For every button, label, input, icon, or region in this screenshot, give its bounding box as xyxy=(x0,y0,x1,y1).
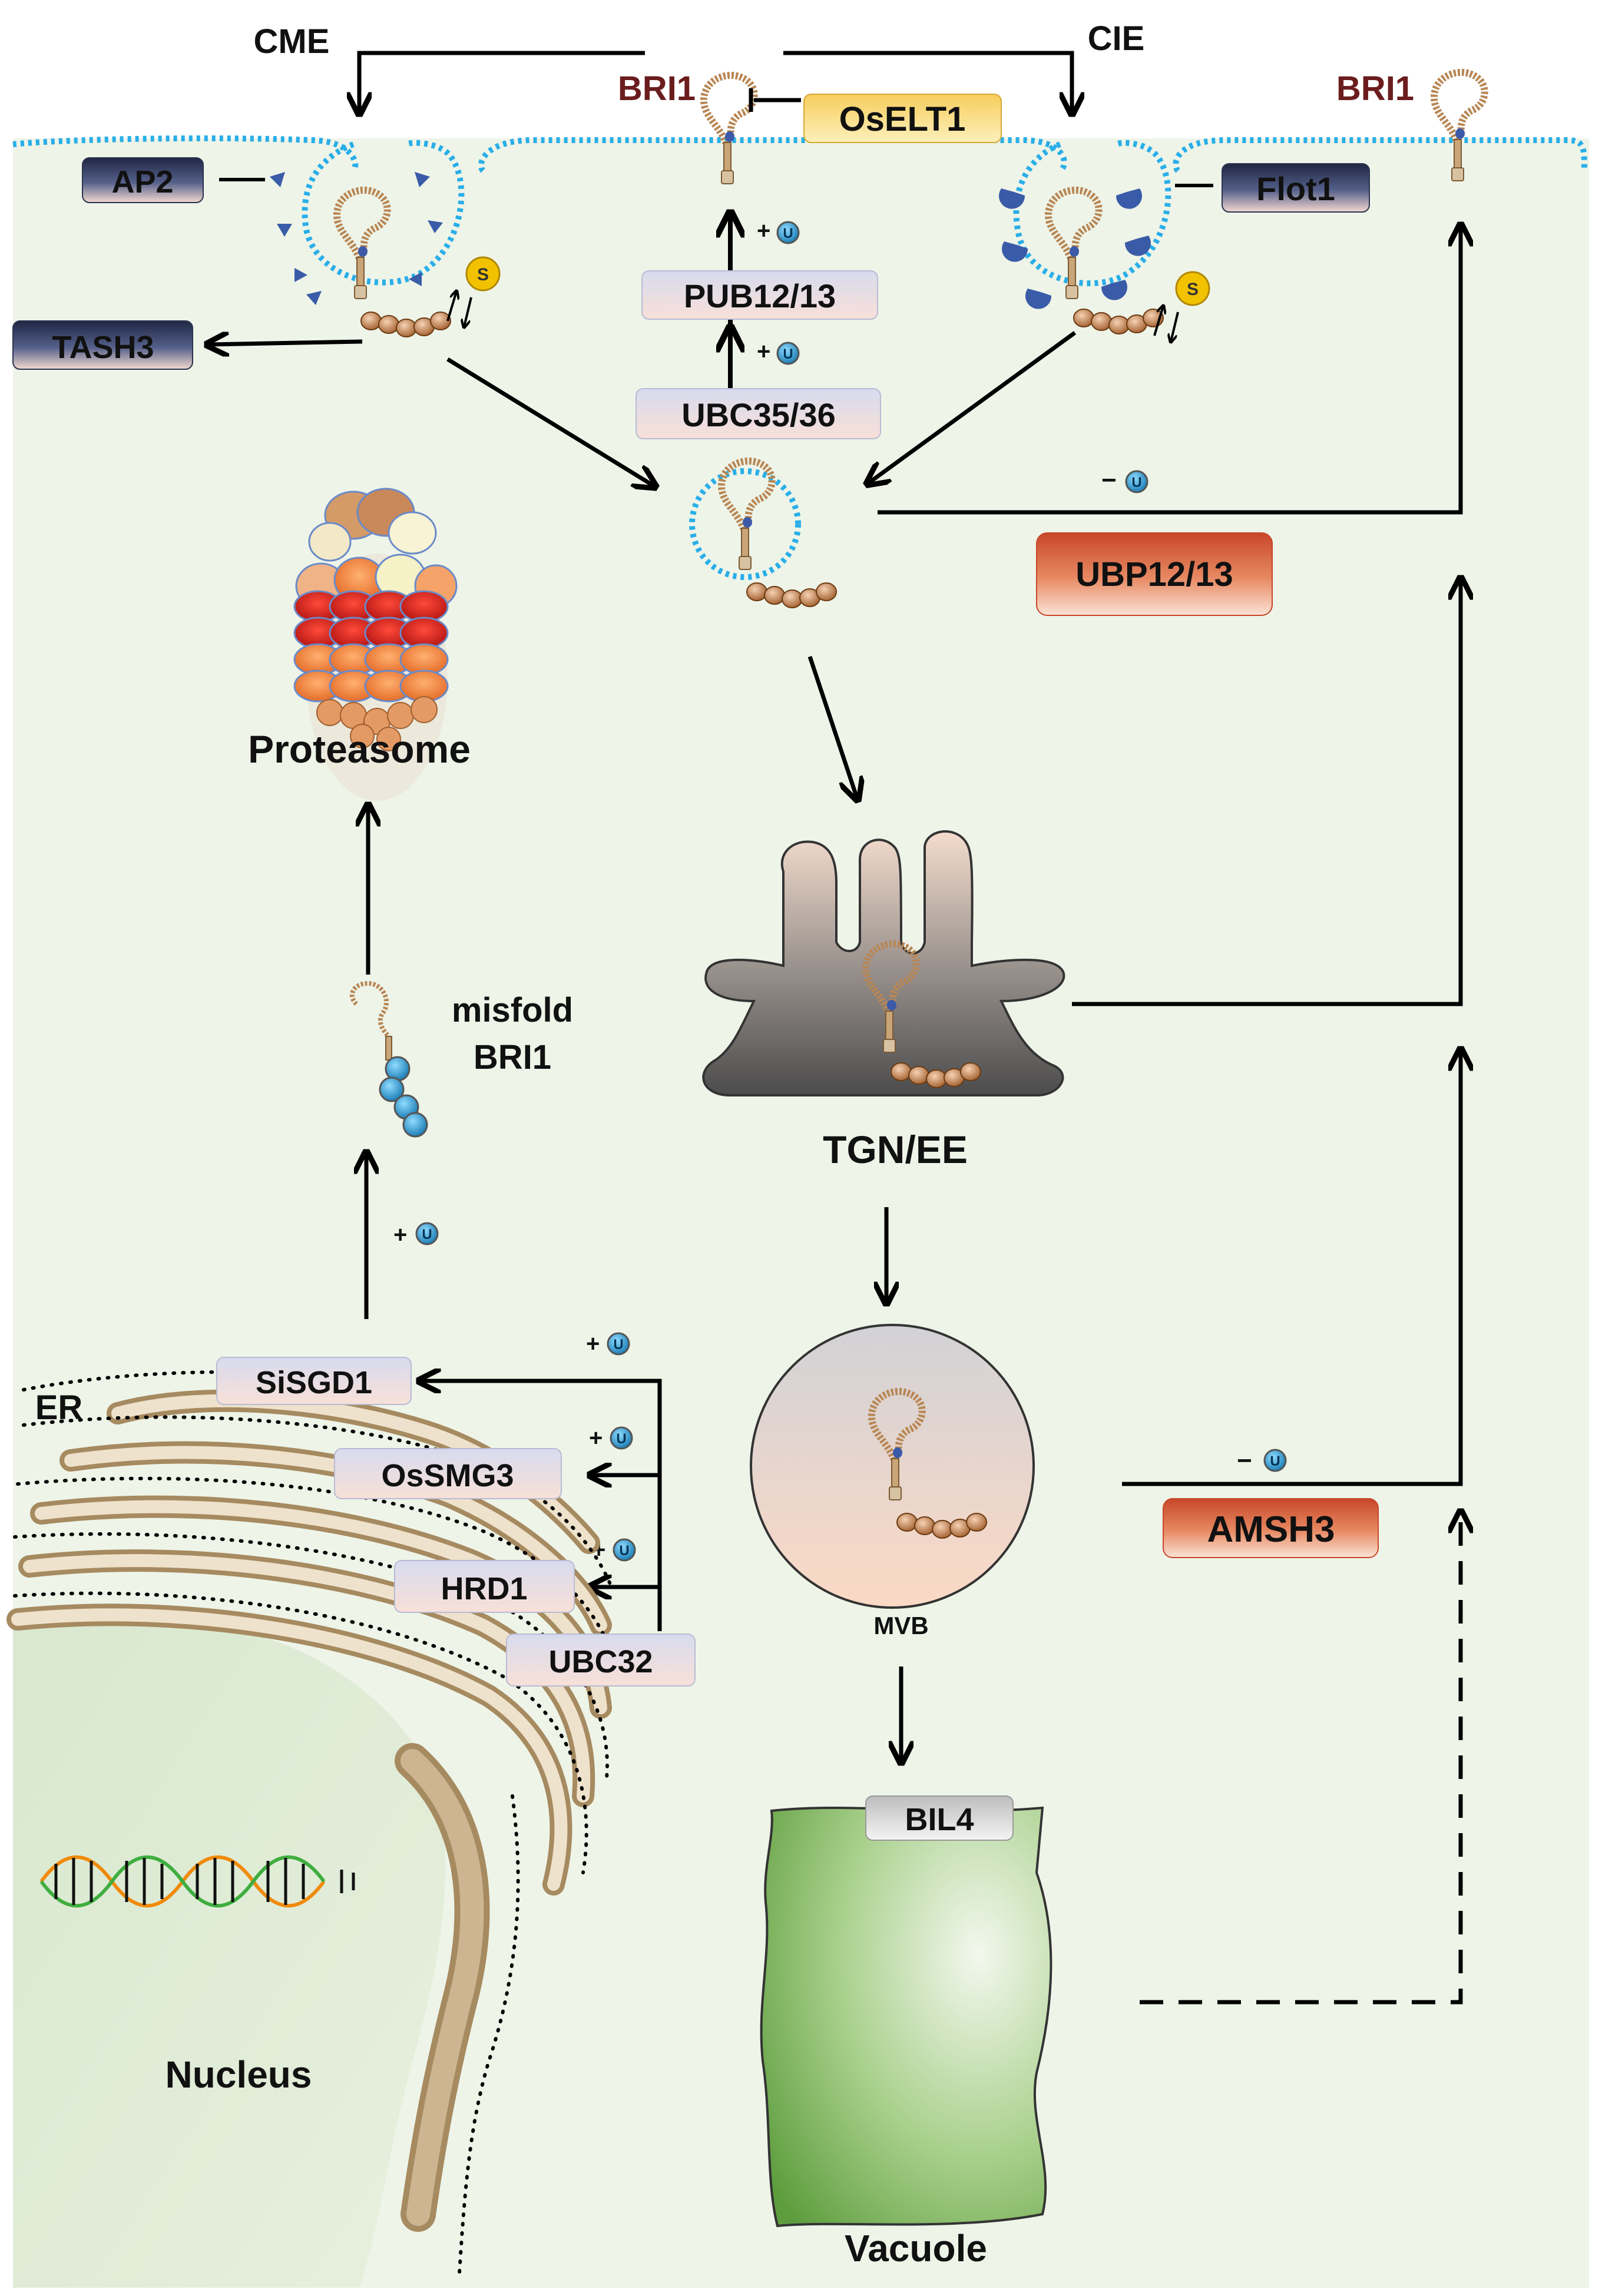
svg-text:+: + xyxy=(586,1331,600,1357)
svg-text:U: U xyxy=(613,1337,623,1353)
mvb-label: MVB xyxy=(873,1612,928,1639)
proteasome-complex xyxy=(293,488,458,801)
svg-text:U: U xyxy=(783,226,793,241)
vacuole-label: Vacuole xyxy=(845,2227,987,2270)
amsh3-box: AMSH3 xyxy=(1163,1498,1379,1558)
svg-text:+: + xyxy=(393,1222,407,1248)
svg-text:OsELT1: OsELT1 xyxy=(839,100,966,138)
tgn-ee-organelle xyxy=(702,830,1065,1096)
svg-text:PUB12/13: PUB12/13 xyxy=(684,277,836,314)
hrd1-box: HRD1 xyxy=(394,1560,575,1613)
cme-vesicle xyxy=(270,140,465,337)
ub-plus-ossmg3: + U xyxy=(589,1425,633,1451)
sisgd1-box: SiSGD1 xyxy=(216,1357,412,1405)
svg-text:U: U xyxy=(616,1431,626,1447)
svg-text:U: U xyxy=(422,1227,432,1243)
svg-text:UBC32: UBC32 xyxy=(548,1644,653,1679)
svg-text:+: + xyxy=(757,339,770,365)
vesicle-to-endosome-arrows xyxy=(209,331,1077,486)
svg-text:U: U xyxy=(1270,1453,1280,1469)
svg-text:−: − xyxy=(1237,1446,1252,1475)
cie-vesicle xyxy=(999,140,1171,334)
tgn-ee-label: TGN/EE xyxy=(823,1128,968,1171)
svg-text:UBP12/13: UBP12/13 xyxy=(1075,555,1233,594)
misfold-label-line1: misfold xyxy=(452,991,573,1029)
svg-text:HRD1: HRD1 xyxy=(441,1571,527,1606)
cie-label: CIE xyxy=(1088,19,1145,58)
endocytosis-arrows xyxy=(359,51,1072,112)
ubc32-box: UBC32 xyxy=(506,1634,696,1687)
svg-text:TASH3: TASH3 xyxy=(52,330,154,365)
bil4-box: BIL4 xyxy=(865,1795,1014,1841)
bri1-label-right: BRI1 xyxy=(1336,69,1414,108)
misfold-bri1 xyxy=(349,980,428,1138)
phospho-cie: S xyxy=(1153,271,1210,342)
erad-arrows xyxy=(366,807,662,1631)
dna-helix xyxy=(39,1855,355,1908)
svg-text:+: + xyxy=(589,1425,603,1451)
plasma-membrane xyxy=(12,135,1587,174)
central-endosome xyxy=(689,461,837,608)
flot1-box: Flot1 xyxy=(1175,163,1370,213)
ossmg3-box: OsSMG3 xyxy=(334,1448,562,1499)
svg-text:U: U xyxy=(1131,475,1141,491)
ub-minus-ubp: − U xyxy=(1101,466,1148,495)
svg-text:BIL4: BIL4 xyxy=(905,1802,974,1837)
vacuole-organelle xyxy=(760,1806,1052,2228)
svg-text:U: U xyxy=(619,1543,629,1559)
mvb-organelle xyxy=(750,1324,1035,1609)
phospho-label: S xyxy=(477,265,489,284)
misfold-label-line2: BRI1 xyxy=(474,1038,551,1076)
ap2-box: AP2 xyxy=(82,157,265,203)
svg-text:AMSH3: AMSH3 xyxy=(1207,1509,1335,1550)
ub-plus-ubc: + U xyxy=(757,339,800,365)
oselt1-box: OsELT1 xyxy=(803,94,1002,143)
er-label: ER xyxy=(35,1389,83,1427)
svg-text:AP2: AP2 xyxy=(111,164,173,200)
ubc35-36-box: UBC35/36 xyxy=(635,388,881,439)
endosome-to-tgn-arrow xyxy=(807,655,857,798)
ub-minus-amsh: − U xyxy=(1237,1446,1287,1475)
oselt1-inhibition xyxy=(749,88,801,112)
recycling-arrows xyxy=(878,227,1461,2005)
pub12-13-box: PUB12/13 xyxy=(641,270,878,320)
ub-plus-misfold: + U xyxy=(393,1222,439,1248)
proteasome-label: Proteasome xyxy=(248,727,471,771)
nucleus-label: Nucleus xyxy=(166,2053,312,2096)
svg-text:OsSMG3: OsSMG3 xyxy=(381,1458,514,1493)
svg-text:SiSGD1: SiSGD1 xyxy=(256,1365,372,1400)
phospho-label: S xyxy=(1187,280,1199,299)
cme-label: CME xyxy=(254,22,330,61)
ubp12-13-box: UBP12/13 xyxy=(1036,532,1273,616)
svg-text:−: − xyxy=(1101,466,1117,495)
ub-plus-sisgd1: + U xyxy=(586,1331,630,1357)
tash3-box: TASH3 xyxy=(12,320,193,370)
bri1-label-left: BRI1 xyxy=(618,69,696,108)
phospho-cme: S xyxy=(446,256,501,327)
ub-plus-pub: + U xyxy=(757,218,800,244)
svg-text:UBC35/36: UBC35/36 xyxy=(681,396,835,433)
svg-text:Flot1: Flot1 xyxy=(1256,170,1335,207)
svg-text:U: U xyxy=(783,346,793,362)
nucleus xyxy=(13,1614,446,2288)
svg-text:+: + xyxy=(757,218,770,244)
